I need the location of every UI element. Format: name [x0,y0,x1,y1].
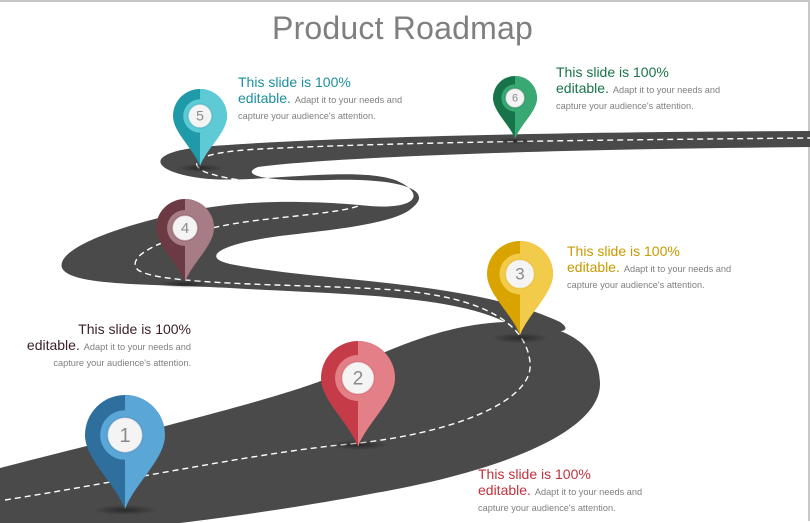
pin-4-badge [171,214,199,242]
milestone-1-heading-a: This slide is 100% [78,321,191,337]
milestone-3-body: Adapt it to your needs and capture your … [567,264,732,291]
pin-3-number: 3 [515,265,524,284]
milestone-1-heading: This slide is 100% editable. Adapt it to… [16,321,191,369]
milestone-5-body: Adapt it to your needs and capture your … [238,95,403,122]
milestone-3-note: This slide is 100% editable. Adapt it to… [567,243,742,291]
pin-1-shadow [93,505,157,515]
milestone-6-note: This slide is 100% editable. Adapt it to… [556,64,726,112]
milestone-pin-2: 2 [321,341,395,447]
milestone-5-heading-a: This slide is 100% [238,74,351,90]
milestone-2-heading: This slide is 100% editable. Adapt it to… [478,466,650,514]
milestone-1-body: Adapt it to your needs and capture your … [53,342,191,369]
road-upper [61,131,810,332]
pin-1-number: 1 [119,425,130,447]
milestone-6-heading-a: This slide is 100% [556,64,669,80]
milestone-5-heading: This slide is 100% editable. Adapt it to… [238,74,413,122]
milestone-2-note: This slide is 100% editable. Adapt it to… [478,466,650,514]
milestone-6-heading: This slide is 100% editable. Adapt it to… [556,64,726,112]
road [0,322,600,523]
pin-5-badge [187,103,213,129]
milestone-2-heading-b: editable. [478,482,531,499]
pin-6-badge [504,87,526,109]
pin-4-number: 4 [181,220,189,237]
milestone-6-body: Adapt it to your needs and capture your … [556,85,721,112]
pin-3-badge [504,258,536,290]
milestone-5-heading-b: editable. [238,90,291,107]
pin-4-shadow [159,280,211,288]
milestone-1-heading-b: editable. [26,337,80,354]
milestone-6-heading-b: editable. [556,80,609,97]
slide-title: Product Roadmap [272,10,533,46]
milestone-5-note: This slide is 100% editable. Adapt it to… [238,74,413,122]
milestone-pin-5: 5 [173,89,227,166]
milestone-pin-1: 1 [85,395,165,509]
milestone-pin-3: 3 [487,241,553,336]
milestone-2-body: Adapt it to your needs and capture your … [478,487,643,514]
milestone-3-heading-a: This slide is 100% [567,243,680,259]
pin-5-number: 5 [196,108,204,124]
pin-1-badge [106,416,144,454]
pin-6-shadow [495,138,535,144]
pin-2-number: 2 [353,368,364,389]
pin-3-shadow [492,333,548,343]
road-center-line [4,137,810,501]
milestone-3-heading: This slide is 100% editable. Adapt it to… [567,243,742,291]
milestone-2-heading-a: This slide is 100% [478,466,591,482]
milestone-pin-6: 6 [493,76,537,139]
pin-2-badge [340,360,376,396]
pin-6-number: 6 [512,93,518,105]
milestone-1-note: This slide is 100% editable. Adapt it to… [16,321,191,369]
milestone-3-heading-b: editable. [567,259,620,276]
pin-5-shadow [176,164,224,172]
milestone-pin-4: 4 [156,199,214,282]
